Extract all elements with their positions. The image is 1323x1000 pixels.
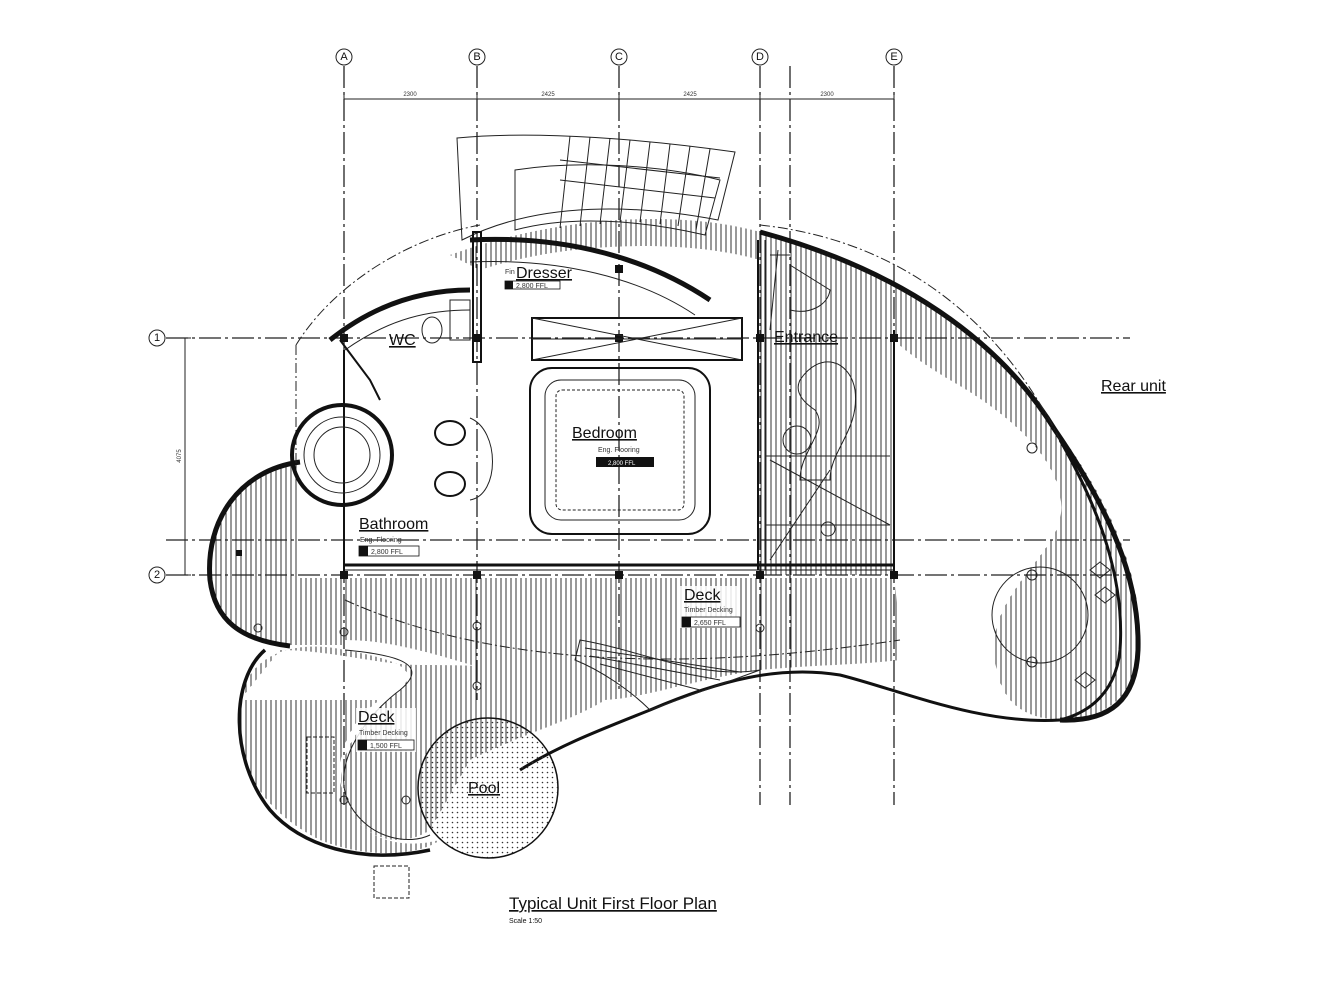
deck-stair <box>574 639 761 711</box>
svg-text:Entrance: Entrance <box>774 329 838 346</box>
svg-text:WC: WC <box>389 332 416 349</box>
svg-text:1: 1 <box>154 332 160 344</box>
grid-bubble-2: 2 <box>148 566 166 584</box>
grid-bubble-b: B <box>468 48 486 66</box>
svg-text:Pool: Pool <box>468 780 500 797</box>
svg-text:Fin: Fin <box>505 269 515 276</box>
svg-text:Timber Decking: Timber Decking <box>359 730 408 737</box>
svg-text:Eng. Flooring: Eng. Flooring <box>360 537 402 544</box>
svg-text:1,500 FFL: 1,500 FFL <box>370 743 402 750</box>
drawing-title: Typical Unit First Floor Plan Scale 1:50 <box>509 894 717 925</box>
pool <box>417 717 559 859</box>
column-markers <box>253 621 765 805</box>
svg-text:Bathroom: Bathroom <box>359 516 428 533</box>
svg-text:2: 2 <box>154 569 160 581</box>
dimension-string-top: 2300 2425 2425 2300 <box>343 92 895 105</box>
svg-text:C: C <box>615 51 623 63</box>
grid-bubble-a: A <box>335 48 353 66</box>
svg-text:Eng. Flooring: Eng. Flooring <box>598 447 640 454</box>
louvre-screen <box>456 134 736 241</box>
entrance-stair <box>769 249 891 561</box>
dimension-ab: 2300 <box>403 92 417 98</box>
label-deck-lower: Deck Timber Decking 1,500 FFL <box>356 708 416 752</box>
label-pool: Pool <box>468 780 500 797</box>
dimension-de: 2300 <box>820 92 834 98</box>
grid-bubble-1: 1 <box>148 329 166 347</box>
grid-bubble-d: D <box>751 48 769 66</box>
bathtub-round <box>290 403 394 507</box>
dimension-bc: 2425 <box>541 92 555 98</box>
svg-text:Rear unit: Rear unit <box>1101 378 1166 395</box>
basins <box>434 417 493 501</box>
svg-text:2,800 FFL: 2,800 FFL <box>608 461 636 467</box>
svg-text:Deck: Deck <box>358 709 395 726</box>
svg-text:Scale 1:50: Scale 1:50 <box>509 918 542 925</box>
svg-text:Bedroom: Bedroom <box>572 425 637 442</box>
wc-pan <box>421 299 471 344</box>
grid-bubble-e: E <box>885 48 903 66</box>
building-outline <box>207 224 1141 857</box>
svg-text:Deck: Deck <box>684 587 721 604</box>
label-bathroom: Bathroom Eng. Flooring 2,800 FFL <box>358 516 428 557</box>
svg-text:2,800 FFL: 2,800 FFL <box>371 549 403 556</box>
hatched-deck-areas <box>209 219 1140 854</box>
label-rear-unit: Rear unit <box>1101 378 1166 395</box>
svg-text:A: A <box>340 51 348 63</box>
grid-axes <box>166 66 1130 805</box>
svg-text:2,650 FFL: 2,650 FFL <box>694 620 726 627</box>
label-dresser: Fin Dresser 2,800 FFL <box>504 265 573 290</box>
plunge-pool-round <box>991 442 1116 689</box>
svg-text:Dresser: Dresser <box>516 265 573 282</box>
interior-walls <box>236 231 898 579</box>
dimension-cd: 2425 <box>683 92 697 98</box>
bed <box>529 367 711 535</box>
label-deck-front: Deck Timber Decking 2,650 FFL <box>680 586 741 628</box>
deck-boxes <box>306 736 410 899</box>
svg-text:E: E <box>890 51 897 63</box>
dimension-string-side: 4075 <box>177 337 191 576</box>
label-wc: WC <box>389 332 416 349</box>
svg-text:B: B <box>473 51 480 63</box>
svg-text:D: D <box>756 51 764 63</box>
svg-text:Timber Decking: Timber Decking <box>684 607 733 614</box>
grid-bubble-c: C <box>610 48 628 66</box>
svg-text:2,800 FFL: 2,800 FFL <box>516 283 548 290</box>
label-bedroom: Bedroom Eng. Flooring 2,800 FFL <box>572 425 654 467</box>
svg-text:Typical Unit First Floor Plan: Typical Unit First Floor Plan <box>509 894 717 913</box>
dimension-12: 4075 <box>177 449 183 463</box>
label-entrance: Entrance <box>774 329 838 346</box>
wardrobe <box>531 317 743 361</box>
